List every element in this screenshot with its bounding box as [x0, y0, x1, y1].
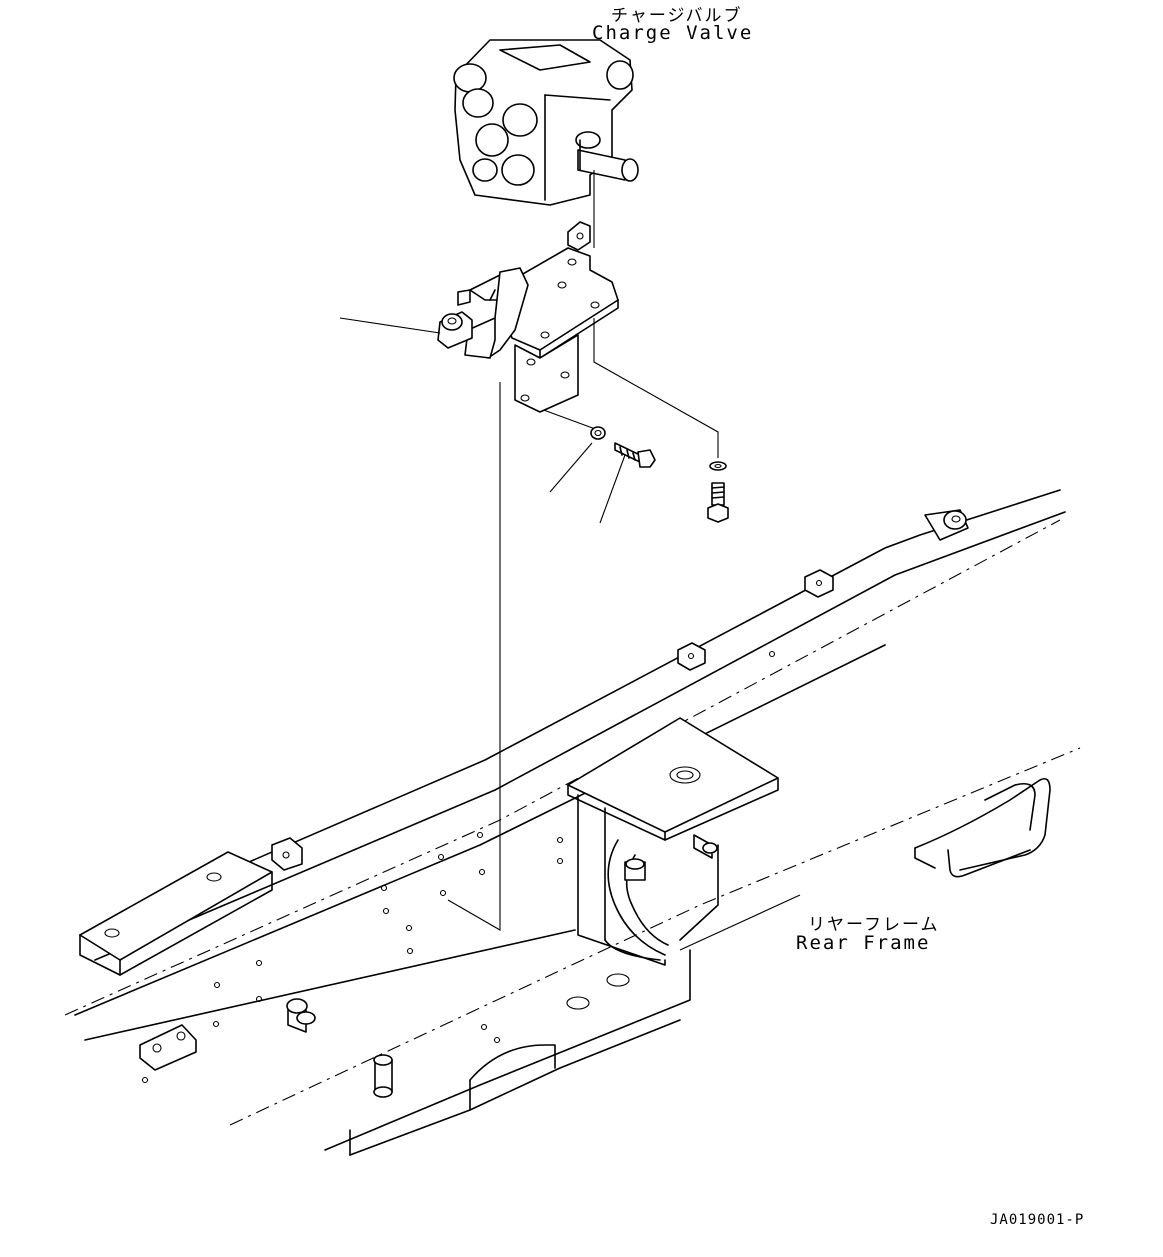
mounting-bracket — [494, 221, 619, 413]
lever-leader-line — [339, 317, 441, 334]
valve-lever — [437, 267, 529, 359]
washer-leader-line — [549, 442, 593, 493]
bolt-alignment-line — [593, 318, 719, 458]
rear-frame-label-en: Rear Frame — [796, 932, 931, 954]
bolt — [707, 482, 729, 523]
rear-frame — [64, 489, 1081, 1156]
bracket-alignment-line — [447, 382, 501, 931]
bolt-leader-line — [599, 454, 626, 524]
washer — [709, 461, 727, 471]
bolt — [614, 442, 656, 468]
rear-frame-leader — [679, 894, 801, 951]
washer — [590, 426, 606, 440]
charge-valve-label-en: Charge Valve — [592, 22, 754, 44]
rear-frame-label-jp: リヤーフレーム — [808, 915, 940, 935]
charge-valve-label-jp: チャージバルブ — [611, 6, 743, 26]
drawing-code: JA019001-P — [990, 1212, 1085, 1228]
charge-valve — [453, 39, 639, 206]
